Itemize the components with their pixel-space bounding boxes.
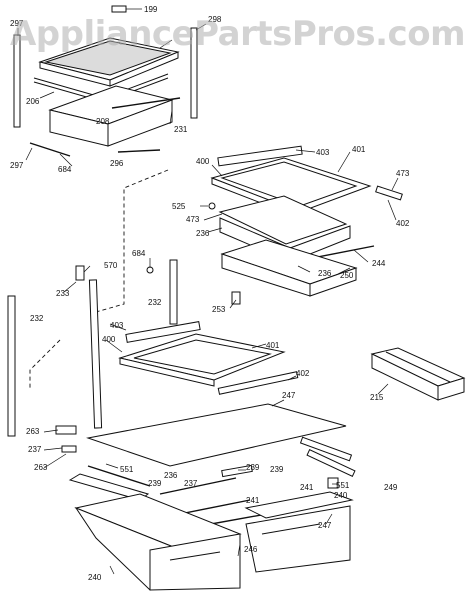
- callout-236-bottom: 236: [164, 471, 178, 480]
- callout-400-top: 400: [196, 157, 210, 166]
- callout-297-top-right: 298: [208, 15, 222, 24]
- callout-237-mid: 237: [184, 479, 198, 488]
- drawer-240-front: [149, 533, 241, 591]
- callout-241-left: 241: [246, 496, 260, 505]
- callout-236-left: 236: [196, 229, 210, 238]
- leader-lines: [17, 8, 399, 575]
- callout-473-left: 473: [186, 215, 200, 224]
- callout-253: 253: [212, 305, 226, 314]
- callout-525: 525: [172, 202, 186, 211]
- callout-206: 206: [26, 97, 40, 106]
- lower-glass-shelf: [118, 321, 299, 395]
- upright-232-left: [7, 295, 16, 437]
- callout-240-right: 240: [334, 491, 348, 500]
- drawer-246-front: [245, 505, 351, 573]
- callout-236-right: 236: [318, 269, 332, 278]
- callout-402-mid: 402: [296, 369, 310, 378]
- callout-263-bottom: 263: [34, 463, 48, 472]
- callout-551-left: 551: [120, 465, 134, 474]
- callout-215: 215: [370, 393, 384, 402]
- callout-250: 250: [340, 271, 354, 280]
- callout-297-top-left: 297: [10, 19, 24, 28]
- callout-400-mid: 400: [102, 335, 116, 344]
- callout-551-right: 551: [336, 481, 350, 490]
- callout-403-top: 403: [316, 148, 330, 157]
- callout-684-top: 684: [58, 165, 72, 174]
- callout-232-mid: 232: [148, 298, 162, 307]
- callout-237-left: 237: [28, 445, 42, 454]
- callout-247-top: 247: [282, 391, 296, 400]
- callout-249: 249: [384, 483, 398, 492]
- wire-shelf-mesh: [44, 40, 172, 76]
- callout-401-top: 401: [352, 145, 366, 154]
- callout-240-bottom: 240: [88, 573, 102, 582]
- callout-labels: 199 297 206 231 208 296 298 684 297 400 …: [10, 5, 410, 582]
- callout-208: 208: [96, 117, 110, 126]
- callout-239-right: 239: [270, 465, 284, 474]
- callout-263-top: 263: [26, 427, 40, 436]
- callout-684-mid: 684: [132, 249, 146, 258]
- callout-297-bottom: 297: [10, 161, 24, 170]
- callout-403-mid: 403: [110, 321, 124, 330]
- callout-247-bottom: 247: [318, 521, 332, 530]
- shelf-trim-403: [217, 145, 303, 167]
- callout-239-mid: 239: [246, 463, 260, 472]
- callout-570: 570: [104, 261, 118, 270]
- bottom-drawers: [68, 449, 356, 591]
- callout-199: 199: [144, 5, 158, 14]
- callout-239-left: 239: [148, 479, 162, 488]
- door-bin-215: [370, 347, 466, 401]
- callout-296: 296: [110, 159, 124, 168]
- left-uprights: [7, 259, 178, 437]
- middle-shelf-assembly: [95, 145, 403, 313]
- callout-246: 246: [244, 545, 258, 554]
- callout-241-right: 241: [300, 483, 314, 492]
- left-rail: [13, 34, 21, 128]
- upper-shelf-assembly: [13, 5, 198, 157]
- crisper-cover-247: [55, 403, 353, 467]
- callout-231: 231: [174, 125, 188, 134]
- callout-473-right: 473: [396, 169, 410, 178]
- callout-401-mid: 401: [266, 341, 280, 350]
- right-rail: [190, 27, 198, 119]
- callout-244: 244: [372, 259, 386, 268]
- callout-233: 233: [56, 289, 70, 298]
- callout-402-top: 402: [396, 219, 410, 228]
- callout-232-left: 232: [30, 314, 44, 323]
